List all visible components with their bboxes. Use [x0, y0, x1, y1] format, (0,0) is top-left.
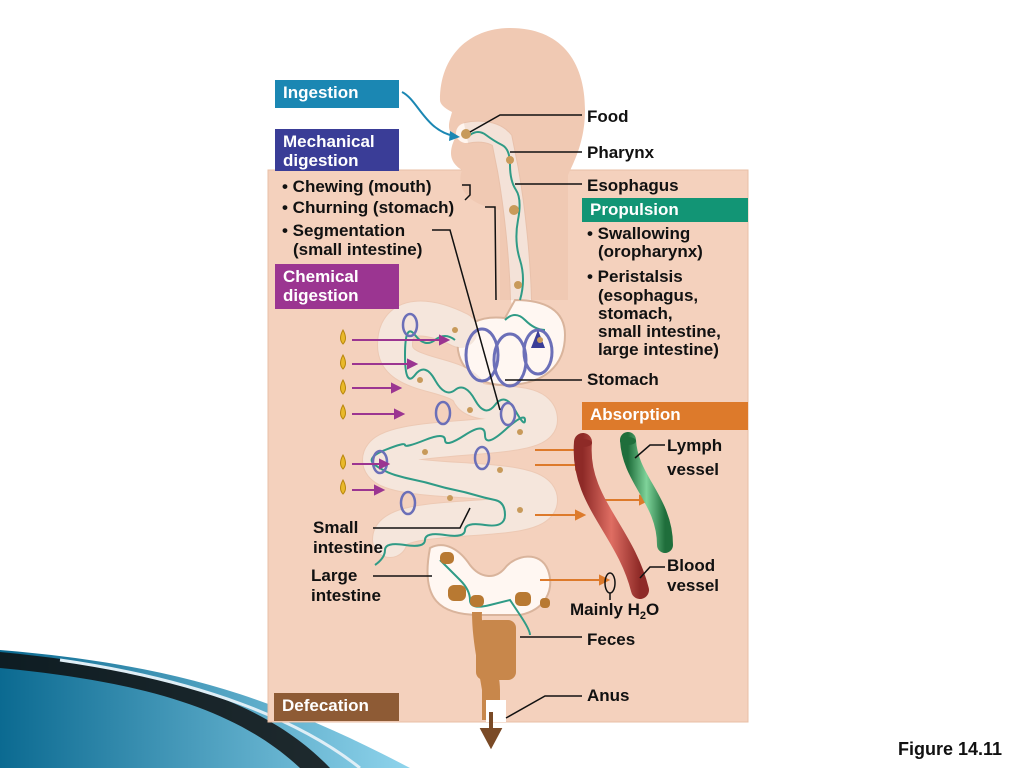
peristalsis-wave-line [370, 131, 546, 636]
water-label-main: Mainly H [570, 600, 640, 619]
large-intestine-label-line1: Large [311, 566, 358, 585]
ingestion-label-box: Ingestion [275, 80, 399, 108]
chemical-digestion-label-box: Chemical digestion [275, 264, 399, 309]
blood-vessel-tube [573, 433, 649, 599]
blood-vessel-label-line2: vessel [667, 576, 719, 595]
blood-vessel-label-line1: Blood [667, 556, 716, 575]
large-intestine-label-line2: intestine [311, 586, 381, 605]
lymph-vessel-label-line1: Lymph [667, 436, 723, 455]
mechanical-label-line2: digestion [283, 151, 359, 170]
chemical-label-line2: digestion [283, 286, 359, 305]
food-particles [417, 129, 550, 608]
water-label-subscript: 2 [639, 610, 647, 622]
defecation-label-box: Defecation [274, 693, 399, 721]
peristalsis-item: • Peristalsis [587, 267, 683, 286]
segmentation-item: • Segmentation [282, 221, 406, 240]
defecation-label: Defecation [282, 696, 369, 715]
ingestion-label: Ingestion [283, 83, 359, 102]
figure-caption: Figure 14.11 [898, 739, 1003, 759]
propulsion-label: Propulsion [590, 200, 679, 219]
exit-arrow-icon [479, 712, 503, 750]
small-intestine-label-line2: intestine [313, 538, 383, 557]
small-intestine-loops [361, 300, 559, 558]
absorption-label-box: Absorption [582, 402, 748, 430]
segmentation-swirl-icon [371, 312, 517, 516]
absorption-label: Absorption [590, 405, 681, 424]
small-intestine-label-line1: Small [313, 518, 359, 537]
esophagus-label: Esophagus [587, 176, 679, 195]
peristalsis-detail-1: (esophagus, [598, 286, 699, 305]
pharynx-label: Pharynx [587, 143, 655, 162]
churning-item: • Churning (stomach) [282, 198, 455, 217]
swallowing-item-detail: (oropharynx) [598, 242, 703, 261]
mechanical-digestion-label-box: Mechanical digestion [275, 129, 399, 171]
segmentation-item-detail: (small intestine) [293, 240, 423, 259]
slide-swoosh-decoration [0, 650, 410, 768]
enzyme-arrows [352, 334, 451, 496]
chemical-label-line1: Chemical [283, 267, 359, 286]
water-label-tail: O [646, 600, 660, 619]
chewing-item: • Chewing (mouth) [282, 177, 432, 196]
leader-lines [373, 114, 665, 719]
ingestion-arrow [401, 91, 455, 137]
food-label: Food [587, 107, 629, 126]
water-label: Mainly H2O [570, 600, 659, 622]
peristalsis-detail-4: large intestine) [598, 340, 719, 359]
anus-label: Anus [587, 686, 630, 705]
stomach-label: Stomach [587, 370, 659, 389]
propulsion-label-box: Propulsion [582, 198, 748, 222]
peristalsis-detail-2: stomach, [598, 304, 673, 323]
swallowing-item: • Swallowing [587, 224, 691, 243]
lymph-vessel-label-line2: vessel [667, 460, 719, 479]
feces-label: Feces [587, 630, 636, 649]
lymph-vessel-tube [620, 432, 673, 553]
peristalsis-detail-3: small intestine, [598, 322, 721, 341]
mechanical-label-line1: Mechanical [283, 132, 375, 151]
